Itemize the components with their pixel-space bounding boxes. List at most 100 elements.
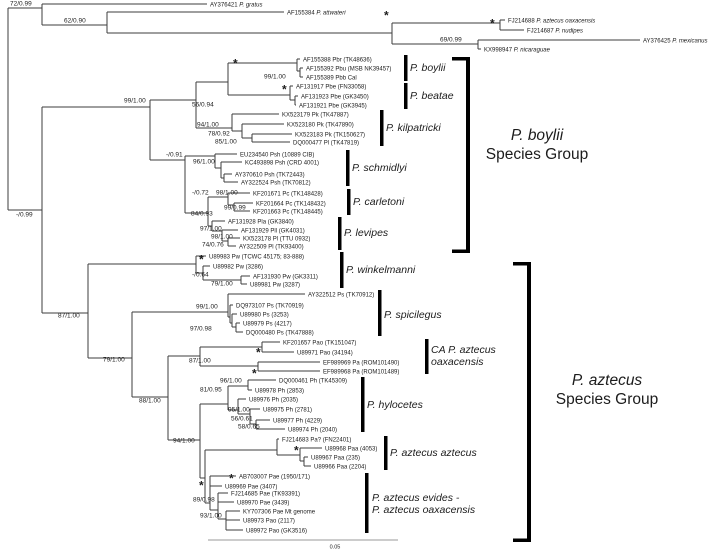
clade-bar xyxy=(338,217,342,250)
taxon-label: KF201671 Pc (TK148428) xyxy=(253,191,323,197)
support-value: 99/1.00 xyxy=(264,74,286,81)
support-value: 99/1.00 xyxy=(124,98,146,105)
support-value: 69/0.99 xyxy=(440,37,462,44)
taxon-label: U89966 Paa (2204) xyxy=(314,464,366,470)
support-asterisk: * xyxy=(490,17,495,31)
species-group-label: Species Group xyxy=(556,391,659,408)
clade-label: P. aztecus aztecus xyxy=(390,447,478,459)
taxon-label: AF155392 Pbu (MSB NK39457) xyxy=(306,66,391,72)
support-value: 94/1.00 xyxy=(173,438,195,445)
clade-label: P. carletoni xyxy=(353,196,405,208)
clade-label: P. aztecus oaxacensis xyxy=(372,504,476,516)
taxon-label: AY376421 P. gratus xyxy=(210,2,263,8)
taxon-label: AY322509 Pl (TK93400) xyxy=(239,244,304,250)
clade-bar xyxy=(340,252,344,288)
taxon-label: KC493898 Psh (CRD 4001) xyxy=(245,160,319,166)
support-value: 84/0.93 xyxy=(191,211,213,218)
taxon-label: FJ214685 Pae (TK93391) xyxy=(231,491,300,497)
taxon-label: AY376425 P. mexicanus xyxy=(643,38,708,44)
taxon-label: KF201657 Pao (TK151047) xyxy=(283,340,356,346)
support-asterisk: * xyxy=(199,253,204,267)
support-value: 98/1.00 xyxy=(216,190,238,197)
clade-label: P. boylii xyxy=(410,62,446,74)
species-group-label: P. aztecus xyxy=(572,372,643,389)
support-value: 58/0.65 xyxy=(238,424,260,431)
support-value: -/0.91 xyxy=(166,152,183,159)
support-asterisk: * xyxy=(384,9,389,23)
clade-bar xyxy=(380,110,384,146)
support-value: -/0.72 xyxy=(192,190,209,197)
clade-bar xyxy=(404,55,408,81)
taxon-label: EU234540 Psh (10889 CIB) xyxy=(240,152,314,158)
taxon-label: FJ214687 P. nudipes xyxy=(527,28,583,34)
support-value: 87/1.00 xyxy=(58,313,80,320)
taxon-label: KX523179 Pk (TK47887) xyxy=(282,112,349,118)
clade-bar xyxy=(365,473,369,533)
clade-bar xyxy=(346,150,350,186)
taxon-label: AY370610 Psh (TK72443) xyxy=(235,172,305,178)
taxon-label: U89967 Paa (235) xyxy=(311,455,360,461)
taxon-label: EF989968 Pa (ROM101489) xyxy=(323,369,399,375)
species-group-label: Species Group xyxy=(486,146,589,163)
clade-label: P. hylocetes xyxy=(367,399,424,411)
taxon-label: AF131929 Pll (GK4031) xyxy=(241,228,305,234)
support-value: 56/0.94 xyxy=(192,102,214,109)
support-asterisk: * xyxy=(252,367,257,381)
taxon-label: U89981 Pw (3287) xyxy=(250,282,300,288)
taxon-label: DQ973107 Ps (TK70919) xyxy=(236,303,304,309)
support-value: 78/0.92 xyxy=(208,131,230,138)
support-value: 94/1.00 xyxy=(197,122,219,129)
taxon-label: KF201663 Pc (TK148445) xyxy=(253,209,323,215)
clade-label: P. winkelmanni xyxy=(346,264,416,276)
taxon-label: U89979 Ps (4217) xyxy=(243,321,292,327)
support-asterisk: * xyxy=(294,444,299,458)
support-asterisk: * xyxy=(282,83,287,97)
support-value: 87/1.00 xyxy=(189,358,211,365)
taxon-label: AF131930 Pw (GK3311) xyxy=(253,274,318,280)
support-asterisk: * xyxy=(233,57,238,71)
taxon-label: KX523178 Pl (TTU 0932) xyxy=(243,236,310,242)
taxon-label: AF131928 Pla (GK3840) xyxy=(228,219,294,225)
clade-label: P. kilpatricki xyxy=(386,122,441,134)
taxon-label: U89974 Ph (2040) xyxy=(288,427,337,433)
taxon-label: EF989969 Pa (ROM101490) xyxy=(323,360,399,366)
clade-bar xyxy=(384,436,388,470)
clade-bar xyxy=(378,290,382,336)
taxon-label: U89972 Pao (GK3516) xyxy=(246,528,307,534)
taxon-label: AB703007 Pae (1950/171) xyxy=(239,474,310,480)
taxon-label: KY707306 Pae Mt genome xyxy=(243,509,316,515)
species-group-bracket xyxy=(466,57,470,253)
support-value: 89/0.98 xyxy=(193,497,215,504)
taxon-label: U89980 Ps (3253) xyxy=(240,312,289,318)
clade-label: P. beatae xyxy=(410,90,454,102)
clade-bar xyxy=(425,339,429,374)
support-value: 85/1.00 xyxy=(215,139,237,146)
support-value: 96/1.00 xyxy=(193,159,215,166)
species-group-bracket-arm xyxy=(513,262,531,266)
taxon-label: AY322512 Ps (TK70912) xyxy=(308,292,374,298)
support-value: 98/1.00 xyxy=(211,234,233,241)
taxon-label: U89973 Pao (2117) xyxy=(243,518,295,524)
clade-bar xyxy=(361,377,365,432)
taxon-label: AF131921 Pbe (GK3945) xyxy=(299,103,367,109)
taxon-label: U89982 Pw (3286) xyxy=(213,264,263,270)
taxon-label: U89978 Ph (2853) xyxy=(255,388,304,394)
support-value: -/0.64 xyxy=(192,272,209,279)
clade-label: P. spicilegus xyxy=(384,309,442,321)
clade-label: P. schmidlyi xyxy=(352,162,407,174)
taxon-label: AF131923 Pbe (GK3450) xyxy=(301,94,369,100)
taxon-label: U89976 Ph (2035) xyxy=(249,397,298,403)
support-value: 99/1.00 xyxy=(196,304,218,311)
taxon-label: AF155389 Pbb Cal xyxy=(306,75,357,81)
taxon-label: DQ000477 Pl (TK47819) xyxy=(293,140,359,146)
species-group-bracket-arm xyxy=(452,57,470,61)
taxon-label: AY322524 Psh (TK70812) xyxy=(241,180,311,186)
clade-label: P. aztecus evides - xyxy=(372,492,460,504)
taxon-label: DQ000461 Ph (TK45309) xyxy=(279,378,347,384)
support-value: 79/1.00 xyxy=(211,281,233,288)
taxon-label: U89970 Pae (3439) xyxy=(237,500,289,506)
support-value: 81/0.95 xyxy=(200,387,222,394)
clade-label: CA P. aztecus xyxy=(431,344,497,356)
